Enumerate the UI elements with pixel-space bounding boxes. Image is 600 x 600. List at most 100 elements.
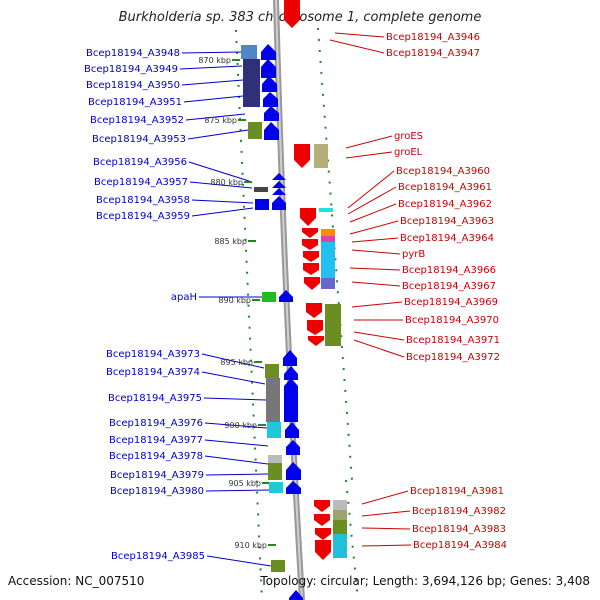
left-leader-line	[204, 422, 268, 429]
left-leader-line	[185, 113, 246, 121]
kbp-tick-label: 870 kbp	[198, 56, 231, 65]
right-gene-label[interactable]: Bcep18194_A3971	[406, 335, 500, 346]
left-gene-label[interactable]: Bcep18194_A3949	[84, 64, 178, 75]
right-leader-line	[329, 39, 385, 54]
kbp-tick-label: 905 kbp	[228, 479, 261, 488]
kbp-ticks	[232, 59, 276, 546]
right-leader-line	[353, 331, 405, 341]
left-gene-label[interactable]: Bcep18194_A3979	[110, 470, 204, 481]
left-gene-label[interactable]: Bcep18194_A3958	[96, 195, 190, 206]
right-gene-label[interactable]: Bcep18194_A3961	[398, 182, 492, 193]
right-gene-label[interactable]: Bcep18194_A3982	[412, 506, 506, 517]
right-gene-label[interactable]: Bcep18194_A3984	[413, 540, 507, 551]
kbp-tick-label: 910 kbp	[234, 541, 267, 550]
left-gene-label[interactable]: Bcep18194_A3951	[88, 97, 182, 108]
left-leader-line	[206, 555, 272, 567]
left-gene-label[interactable]: Bcep18194_A3980	[110, 486, 204, 497]
right-gene-label[interactable]: groEL	[394, 147, 423, 158]
topology-text: Topology: circular; Length: 3,694,126 bp…	[260, 574, 590, 588]
right-leader-line	[361, 527, 411, 530]
left-leader-line	[201, 353, 265, 369]
right-leader-line	[361, 544, 412, 547]
right-leader-line	[347, 170, 395, 209]
left-track-guide	[235, 29, 263, 600]
kbp-tick-label: 895 kbp	[220, 358, 253, 367]
right-gene-label[interactable]: Bcep18194_A3981	[410, 486, 504, 497]
right-label-leaders	[329, 32, 412, 547]
left-leader-line	[204, 439, 269, 447]
right-gene-label[interactable]: Bcep18194_A3960	[396, 166, 490, 177]
right-leader-line	[349, 220, 399, 235]
right-gene-arrows	[284, 0, 331, 560]
right-gene-label[interactable]: Bcep18194_A3962	[398, 199, 492, 210]
right-gene-label[interactable]: Bcep18194_A3966	[402, 265, 496, 276]
left-gene-label[interactable]: Bcep18194_A3952	[90, 115, 184, 126]
left-leader-line	[205, 489, 270, 492]
left-gene-label[interactable]: Bcep18194_A3975	[108, 393, 202, 404]
left-gene-label[interactable]: Bcep18194_A3974	[106, 367, 200, 378]
left-gene-label[interactable]: Bcep18194_A3976	[109, 418, 203, 429]
kbp-tick-label: 875 kbp	[204, 116, 237, 125]
right-gene-label[interactable]: Bcep18194_A3983	[412, 524, 506, 535]
left-leader-line	[191, 207, 254, 217]
right-leader-line	[349, 267, 401, 271]
left-gene-label[interactable]: Bcep18194_A3950	[86, 80, 180, 91]
right-gene-label[interactable]: Bcep18194_A3946	[386, 32, 480, 43]
left-leader-line	[201, 371, 266, 385]
left-gene-label[interactable]: Bcep18194_A3953	[92, 134, 186, 145]
left-label-leaders	[179, 51, 272, 567]
left-gene-label[interactable]: Bcep18194_A3957	[94, 177, 188, 188]
left-gene-blocks	[241, 45, 285, 572]
left-leader-line	[191, 199, 254, 204]
right-leader-line	[351, 301, 403, 308]
left-leader-line	[205, 473, 269, 476]
right-leader-line	[347, 186, 397, 215]
right-gene-label[interactable]: Bcep18194_A3969	[404, 297, 498, 308]
right-leader-line	[351, 281, 401, 287]
left-gene-label[interactable]: apaH	[171, 292, 197, 303]
kbp-tick-label: 890 kbp	[218, 296, 251, 305]
right-leader-line	[351, 249, 401, 255]
right-leader-line	[345, 151, 393, 159]
left-gene-label[interactable]: Bcep18194_A3948	[86, 48, 180, 59]
left-gene-label[interactable]: Bcep18194_A3956	[93, 157, 187, 168]
left-leader-line	[204, 455, 269, 465]
right-leader-line	[353, 339, 405, 358]
left-leader-line	[179, 65, 243, 70]
right-gene-label[interactable]: Bcep18194_A3970	[405, 315, 499, 326]
left-gene-label[interactable]: Bcep18194_A3977	[109, 435, 203, 446]
left-leader-line	[183, 95, 244, 103]
right-leader-line	[351, 237, 399, 243]
right-gene-label[interactable]: groES	[394, 131, 423, 142]
kbp-tick-label: 880 kbp	[210, 178, 243, 187]
left-gene-label[interactable]: Bcep18194_A3978	[109, 451, 203, 462]
left-gene-label[interactable]: Bcep18194_A3973	[106, 349, 200, 360]
right-leader-line	[361, 490, 409, 505]
kbp-tick-labels: 870 kbp 875 kbp 880 kbp 885 kbp 890 kbp 895 k…	[198, 56, 267, 550]
right-leader-line	[361, 510, 411, 517]
kbp-tick-label: 900 kbp	[224, 421, 257, 430]
right-gene-blocks	[314, 144, 347, 558]
left-gene-arrows	[261, 44, 303, 600]
left-leader-line	[189, 181, 253, 189]
left-leader-line	[181, 79, 244, 86]
left-gene-label[interactable]: Bcep18194_A3985	[111, 551, 205, 562]
left-leader-line	[187, 129, 249, 140]
left-gene-labels[interactable]: Bcep18194_A3948Bcep18194_A3949Bcep18194_…	[84, 48, 205, 562]
right-gene-label[interactable]: pyrB	[402, 249, 425, 260]
left-leader-line	[188, 161, 250, 182]
left-gene-label[interactable]: Bcep18194_A3959	[96, 211, 190, 222]
right-gene-label[interactable]: Bcep18194_A3963	[400, 216, 494, 227]
left-leader-line	[203, 397, 267, 401]
right-leader-line	[345, 135, 393, 149]
accession-text: Accession: NC_007510	[8, 574, 145, 588]
kbp-tick-label: 885 kbp	[214, 237, 247, 246]
right-leader-line	[349, 203, 397, 223]
right-gene-label[interactable]: Bcep18194_A3967	[402, 281, 496, 292]
right-gene-label[interactable]: Bcep18194_A3964	[400, 233, 494, 244]
right-leader-line	[334, 32, 385, 38]
right-gene-label[interactable]: Bcep18194_A3947	[386, 48, 480, 59]
right-gene-label[interactable]: Bcep18194_A3972	[406, 352, 500, 363]
